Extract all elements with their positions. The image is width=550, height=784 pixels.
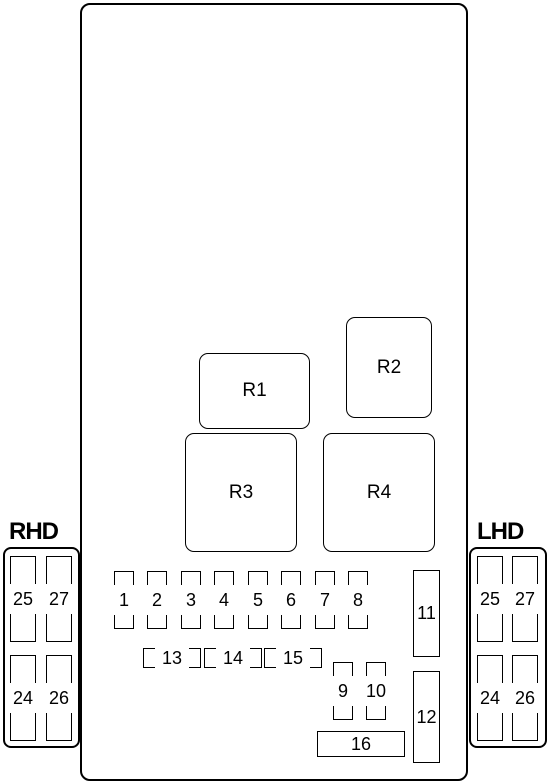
lhd-fuse-panel	[469, 547, 547, 748]
lhd-fuse-25: 25	[477, 556, 503, 642]
rhd-label: RHD	[9, 518, 59, 545]
fuse-13: 13	[143, 648, 201, 668]
fuse-12-label: 12	[416, 706, 437, 727]
rhd-fuse-25-label: 25	[12, 588, 34, 609]
lhd-fuse-25-label: 25	[479, 588, 501, 609]
rhd-fuse-panel	[3, 547, 80, 748]
fuse-8-label: 8	[352, 589, 363, 610]
fuse-14: 14	[204, 648, 262, 668]
lhd-fuse-24-label: 24	[479, 687, 501, 708]
fuse-3-label: 3	[185, 589, 196, 610]
fuse-6-label: 6	[285, 589, 296, 610]
rhd-fuse-27-label: 27	[48, 588, 70, 609]
fuse-15: 15	[264, 648, 322, 668]
lhd-fuse-26: 26	[512, 655, 538, 741]
rhd-fuse-27: 27	[46, 556, 72, 642]
relay-r2-label: R2	[376, 356, 402, 378]
fuse-11-label: 11	[417, 603, 436, 623]
lhd-fuse-24: 24	[477, 655, 503, 741]
fuse-7: 7	[315, 571, 335, 629]
fuse-16-label: 16	[350, 733, 372, 754]
lhd-fuse-27: 27	[512, 556, 538, 642]
fuse-1-label: 1	[118, 589, 129, 610]
fuse-16: 16	[317, 731, 405, 757]
rhd-fuse-25: 25	[10, 556, 36, 642]
lhd-fuse-26-label: 26	[514, 687, 536, 708]
fuse-3: 3	[181, 571, 201, 629]
rhd-fuse-26-label: 26	[48, 687, 70, 708]
rhd-fuse-26: 26	[46, 655, 72, 741]
relay-r1: R1	[199, 353, 310, 429]
lhd-label: LHD	[477, 518, 524, 545]
fuse-9-label: 9	[337, 680, 348, 701]
fuse-10-label: 10	[365, 680, 387, 701]
relay-r4: R4	[323, 433, 435, 552]
fuse-2-label: 2	[151, 589, 162, 610]
rhd-fuse-24-label: 24	[12, 687, 34, 708]
fuse-4: 4	[214, 571, 234, 629]
lhd-fuse-27-label: 27	[514, 588, 536, 609]
fuse-6: 6	[281, 571, 301, 629]
fuse-15-label: 15	[282, 647, 304, 668]
fuse-13-label: 13	[161, 647, 183, 668]
fuse-14-label: 14	[222, 647, 244, 668]
fuse-5: 5	[248, 571, 268, 629]
relay-r1-label: R1	[242, 380, 267, 401]
fuse-2: 2	[147, 571, 167, 629]
fuse-11: 11	[413, 570, 440, 657]
relay-r4-label: R4	[366, 481, 392, 503]
fuse-8: 8	[348, 571, 368, 629]
fuse-10: 10	[366, 662, 386, 720]
fuse-12: 12	[413, 671, 440, 763]
relay-r2: R2	[346, 317, 432, 418]
rhd-fuse-24: 24	[10, 655, 36, 741]
fuse-4-label: 4	[218, 589, 229, 610]
fuse-5-label: 5	[252, 589, 263, 610]
relay-r3: R3	[185, 433, 297, 552]
relay-r3-label: R3	[228, 481, 254, 503]
fuse-1: 1	[114, 571, 134, 629]
fuse-9: 9	[333, 662, 353, 720]
fuse-7-label: 7	[319, 589, 330, 610]
